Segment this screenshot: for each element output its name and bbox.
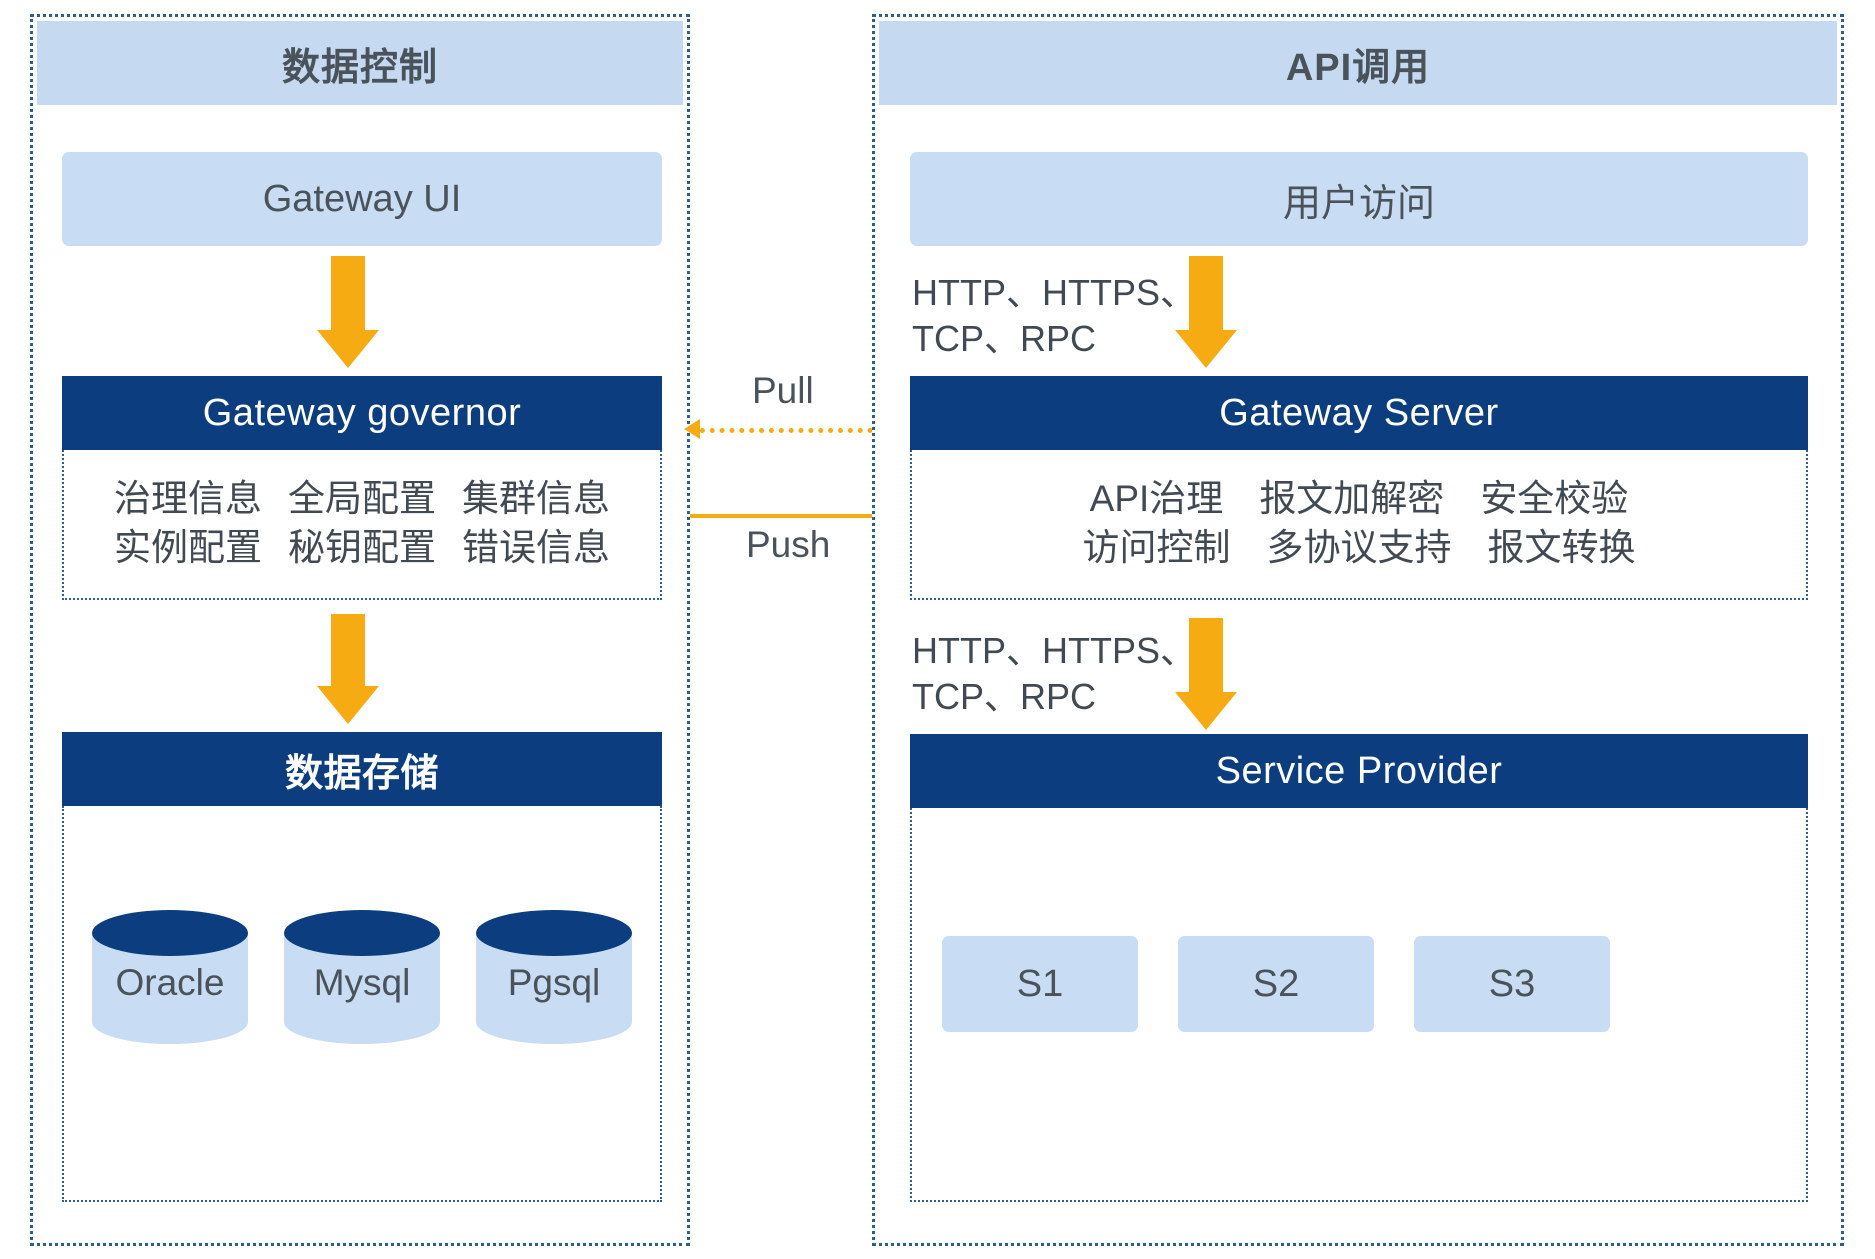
service-provider-header[interactable]: Service Provider xyxy=(910,734,1808,808)
cylinder-top-ellipse xyxy=(284,910,440,956)
gateway-server-feature: 安全校验 xyxy=(1480,478,1629,520)
gateway-ui-box[interactable]: Gateway UI xyxy=(62,152,662,246)
gateway-server-feature: 多协议支持 xyxy=(1266,527,1452,568)
database-label: Oracle xyxy=(115,962,225,1003)
gateway-server-feature-row-1: API治理 报文加解密 安全校验 xyxy=(1090,475,1629,524)
database-label: Mysql xyxy=(313,962,411,1003)
gateway-server-feature: 访问控制 xyxy=(1082,527,1231,568)
gateway-server-feature: 报文转换 xyxy=(1487,527,1636,568)
gateway-server-feature: API治理 xyxy=(1089,478,1224,520)
service-box-s2[interactable]: S2 xyxy=(1178,936,1374,1032)
governor-feature: 错误信息 xyxy=(462,527,610,568)
gateway-server-header[interactable]: Gateway Server xyxy=(910,376,1808,450)
protocol-line: HTTP、HTTPS、 xyxy=(912,630,1196,671)
service-box-s3[interactable]: S3 xyxy=(1414,936,1610,1032)
cylinder-top-ellipse xyxy=(476,910,632,956)
service-box-s1[interactable]: S1 xyxy=(942,936,1138,1032)
service-provider-module: Service Provider S1 S2 S3 xyxy=(910,734,1808,1202)
connector-label-push: Push xyxy=(746,524,831,565)
gateway-server-feature: 报文加解密 xyxy=(1259,478,1445,520)
governor-feature: 实例配置 xyxy=(114,527,262,568)
governor-feature-row-2: 实例配置 秘钥配置 错误信息 xyxy=(114,524,610,573)
gateway-governor-body: 治理信息 全局配置 集群信息 实例配置 秘钥配置 错误信息 xyxy=(62,450,662,600)
governor-feature-row-1: 治理信息 全局配置 集群信息 xyxy=(114,475,610,524)
panel-right-title: API调用 xyxy=(879,21,1837,105)
protocol-line: TCP、RPC xyxy=(912,676,1097,718)
gateway-governor-module: Gateway governor 治理信息 全局配置 集群信息 实例配置 秘钥配… xyxy=(62,376,662,600)
data-storage-module: 数据存储 Oracle Mysql Pgsql xyxy=(62,732,662,1202)
gateway-governor-header[interactable]: Gateway governor xyxy=(62,376,662,450)
cylinder-top-ellipse xyxy=(92,910,248,956)
data-storage-header[interactable]: 数据存储 xyxy=(62,732,662,806)
gateway-server-feature-row-2: 访问控制 多协议支持 报文转换 xyxy=(1083,524,1636,573)
protocol-label-top: HTTP、HTTPS、 TCP、RPC xyxy=(912,270,1196,362)
pull-arrowhead-icon xyxy=(684,419,700,439)
protocol-line: TCP、RPC xyxy=(912,318,1097,360)
governor-feature: 秘钥配置 xyxy=(288,527,436,568)
database-cylinder-oracle[interactable]: Oracle xyxy=(92,910,248,1060)
governor-feature: 全局配置 xyxy=(288,478,436,520)
gateway-server-body: API治理 报文加解密 安全校验 访问控制 多协议支持 报文转换 xyxy=(910,450,1808,600)
protocol-label-bottom: HTTP、HTTPS、 TCP、RPC xyxy=(912,628,1196,720)
database-cylinder-mysql[interactable]: Mysql xyxy=(284,910,440,1060)
protocol-line: HTTP、HTTPS、 xyxy=(912,272,1196,313)
service-provider-body: S1 S2 S3 xyxy=(910,808,1808,1202)
governor-feature: 集群信息 xyxy=(462,478,610,520)
governor-feature: 治理信息 xyxy=(114,478,262,520)
gateway-server-module: Gateway Server API治理 报文加解密 安全校验 访问控制 多协议… xyxy=(910,376,1808,600)
database-label: Pgsql xyxy=(507,962,601,1003)
database-cylinder-pgsql[interactable]: Pgsql xyxy=(476,910,632,1060)
user-access-box[interactable]: 用户访问 xyxy=(910,152,1808,246)
data-storage-body: Oracle Mysql Pgsql xyxy=(62,806,662,1202)
connector-label-pull: Pull xyxy=(752,370,814,411)
panel-left-title: 数据控制 xyxy=(37,21,683,105)
